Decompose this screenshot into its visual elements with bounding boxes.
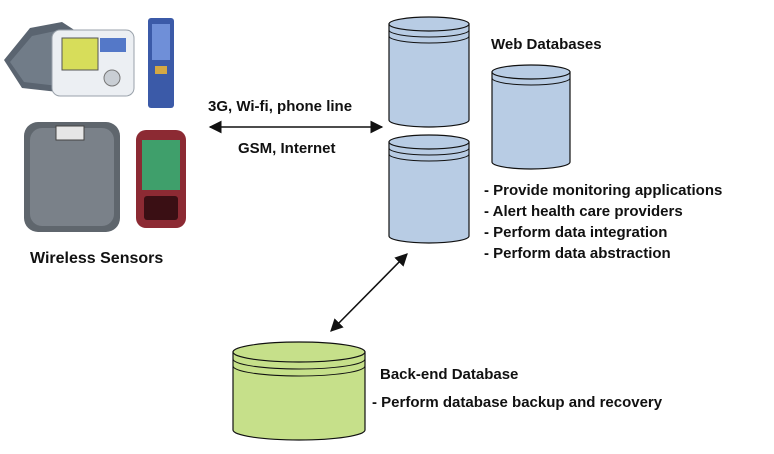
backend-link-arrow [330, 253, 408, 332]
blood-pressure-monitor-icon [4, 22, 135, 97]
web-database-cylinder-right [491, 64, 571, 170]
backend-database-title: Back-end Database [380, 366, 519, 383]
web-database-cylinder-top [388, 16, 470, 128]
smartphone-icon [136, 130, 186, 228]
connection-label-line1: 3G, Wi-fi, phone line [208, 98, 353, 115]
web-databases-title: Web Databases [491, 36, 602, 53]
web-database-cylinder-bottom [388, 134, 470, 244]
wireless-sensors-label: Wireless Sensors [30, 250, 164, 267]
connection-label-line2: GSM, Internet [238, 140, 336, 157]
backend-function-item: - Perform database backup and recovery [372, 394, 663, 411]
list-item: - Alert health care providers [484, 203, 683, 220]
backend-database-cylinder [232, 341, 366, 441]
web-functions-list: - Provide monitoring applications - Aler… [484, 180, 722, 264]
weight-scale-icon [24, 122, 120, 232]
list-item: - Provide monitoring applications [484, 182, 723, 199]
list-item: - Perform data integration [484, 224, 668, 241]
list-item: - Perform data abstraction [484, 245, 671, 262]
glucose-meter-icon [148, 18, 174, 108]
